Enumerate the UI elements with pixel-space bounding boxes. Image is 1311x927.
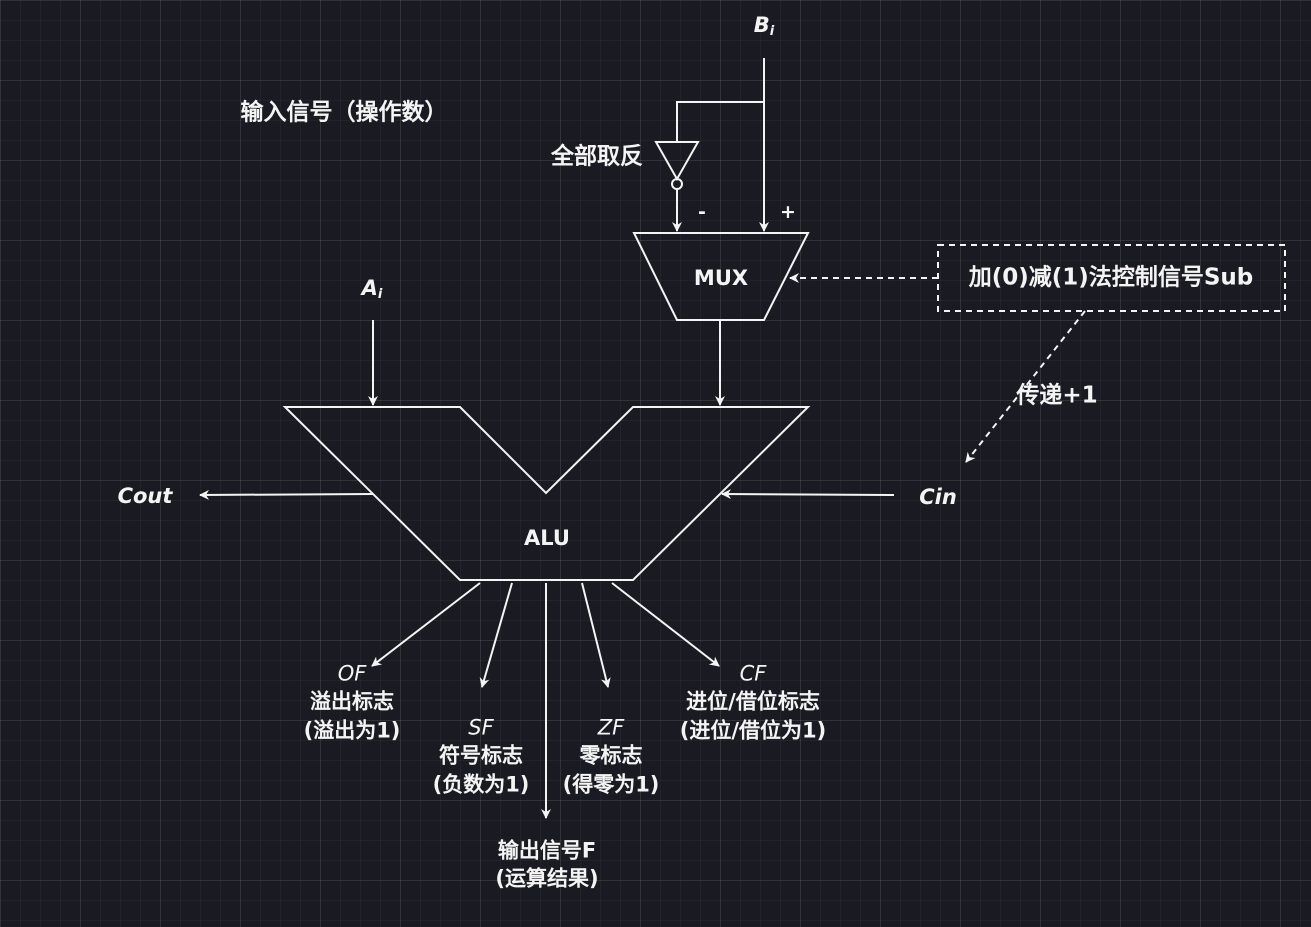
control-signal-label: 加(0)减(1)法控制信号Sub — [968, 264, 1254, 291]
b-branch-wire — [676, 101, 764, 142]
alu-label: ALU — [524, 525, 570, 550]
cin-label: Cin — [919, 484, 957, 509]
a-input-label: Ai — [361, 276, 383, 303]
of-flag-label: OF 溢出标志 (溢出为1) — [303, 661, 401, 743]
input-signal-title: 输入信号（操作数） — [240, 99, 448, 126]
cin-wire — [721, 489, 895, 500]
mux-label: MUX — [693, 265, 749, 290]
zf-wire — [581, 582, 611, 688]
cf-wire — [611, 582, 720, 667]
b-input-label: Bi — [753, 13, 775, 40]
sf-flag-label: SF 符号标志 (负数为1) — [432, 715, 530, 797]
cout-wire — [199, 489, 374, 500]
mux-shape — [632, 232, 810, 321]
of-wire — [371, 582, 481, 667]
not-gate — [654, 141, 700, 182]
mux-minus-label: - — [698, 201, 706, 224]
mux-plus-label: + — [780, 201, 796, 224]
alu-shape — [282, 406, 811, 581]
invert-label: 全部取反 — [551, 143, 643, 170]
sf-wire — [479, 582, 513, 688]
carry-hint-label: 传递+1 — [1016, 382, 1098, 409]
cout-label: Cout — [117, 483, 173, 508]
cf-flag-label: CF 进位/借位标志 (进位/借位为1) — [679, 661, 827, 743]
zf-flag-label: ZF 零标志 (得零为1) — [562, 715, 660, 797]
output-f-label: 输出信号F (运算结果) — [495, 838, 599, 891]
